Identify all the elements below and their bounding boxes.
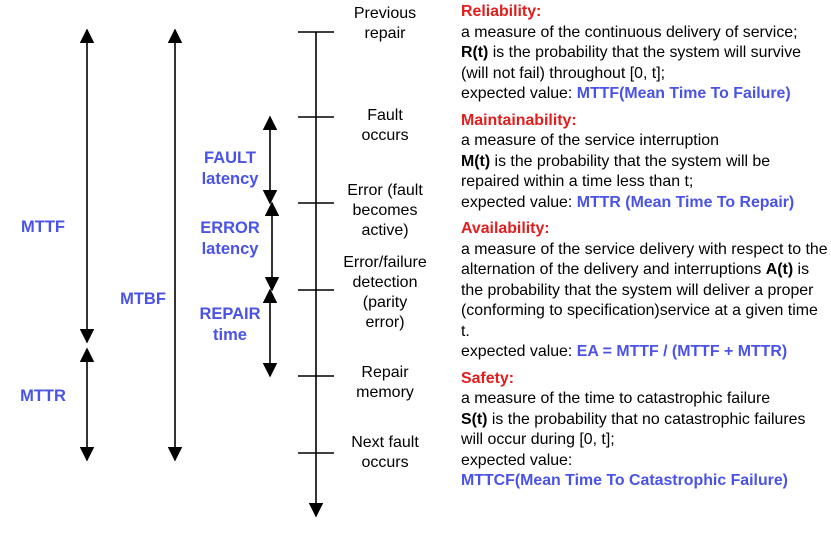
section-text: is the probability that no catastrophic …	[461, 410, 806, 449]
event-previous-repair: Previous repair	[353, 5, 417, 42]
section-ev-value: EA = MTTF / (MTTF + MTTR)	[576, 343, 788, 360]
section-title: Safety:	[461, 369, 514, 387]
event-next-fault: Next fault occurs	[351, 434, 419, 471]
section-function: R(t)	[461, 44, 489, 61]
section-text: a measure of the continuous delivery of …	[461, 23, 798, 41]
section-function: M(t)	[461, 152, 491, 170]
availability-section: Availability: a measure of the service d…	[461, 219, 829, 363]
section-ev-value: MTTF(Mean Time To Failure)	[576, 85, 791, 102]
repair-time-label: REPAIR time	[199, 305, 261, 344]
section-text: is the probability that the system will …	[461, 152, 771, 191]
section-text: is the probability that the system will …	[461, 44, 801, 82]
reliability-section: Reliability: a measure of the continuous…	[461, 2, 829, 105]
section-function: A(t)	[765, 261, 794, 278]
section-title: Availability:	[461, 220, 550, 237]
event-error-active: Error (fault becomes active)	[347, 182, 423, 239]
event-fault-occurs: Fault occurs	[361, 107, 409, 144]
section-ev-prefix: expected value:	[461, 85, 577, 102]
definitions-panel: Reliability: a measure of the continuous…	[461, 2, 829, 498]
section-function: S(t)	[461, 410, 488, 428]
section-text: a measure of the service delivery with r…	[461, 240, 828, 279]
section-ev-prefix: expected value:	[461, 193, 577, 211]
section-ev-value: MTTCF(Mean Time To Catastrophic Failure)	[461, 472, 788, 489]
event-detection: Error/failure detection (parity error)	[343, 254, 427, 331]
section-title: Reliability:	[461, 3, 542, 20]
mttf-label: MTTF	[21, 218, 65, 236]
error-latency-label: ERROR latency	[200, 219, 260, 258]
section-text: a measure of the time to catastrophic fa…	[461, 390, 771, 407]
section-ev-prefix: expected value:	[461, 451, 573, 469]
maintainability-section: Maintainability: a measure of the servic…	[461, 111, 829, 214]
section-title: Maintainability:	[461, 111, 577, 129]
section-ev-prefix: expected value:	[461, 343, 577, 360]
mttr-label: MTTR	[20, 387, 66, 405]
mtbf-label: MTBF	[120, 290, 166, 308]
section-text: a measure of the service interruption	[461, 132, 719, 149]
safety-section: Safety: a measure of the time to catastr…	[461, 369, 829, 492]
fault-latency-label: FAULT latency	[201, 149, 259, 188]
event-repair-memory: Repair memory	[356, 364, 414, 401]
timeline-diagram	[79, 28, 334, 518]
section-ev-value: MTTR (Mean Time To Repair)	[576, 193, 795, 211]
section-text: is the probability that the system will …	[461, 261, 818, 340]
